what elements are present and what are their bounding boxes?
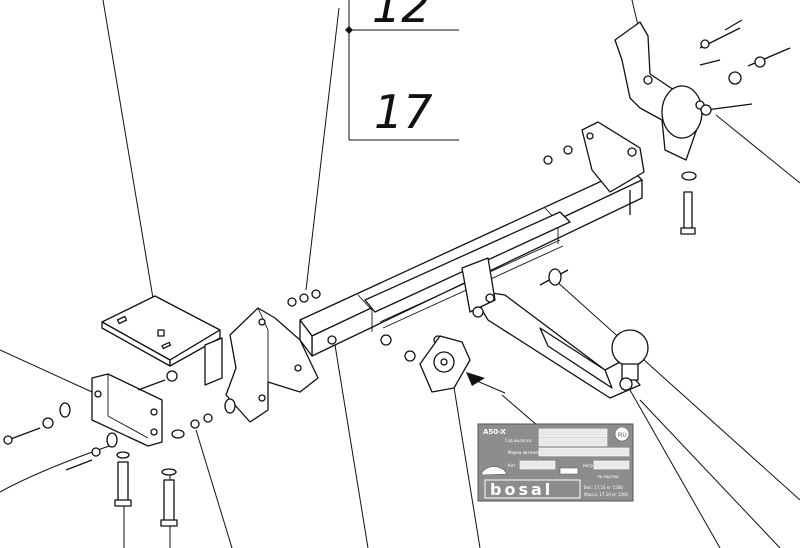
plate-model: A50-X [483, 428, 506, 436]
left-side-bracket [225, 307, 319, 423]
identification-plate: A50-X Год выпуска RU Марка автомобиля Ка… [477, 423, 634, 502]
tow-hitch-neck [461, 257, 641, 399]
plate-year-label: Год выпуска [505, 438, 532, 443]
callout-number-top: 12 [372, 0, 431, 33]
plate-brand: bosal [490, 480, 553, 499]
left-bolt-set [3, 370, 236, 527]
plate-right-field: Нагр [583, 463, 594, 468]
crossbar-tube [299, 167, 643, 357]
plate-spec-line-1: Вес: 17,10 кг 1500 [584, 485, 623, 490]
tow-ball [611, 329, 649, 391]
plate-vehicle-label: Марка автомобиля [508, 450, 548, 455]
plate-spec-line-2: Масса: 17,10 кг 1500 [584, 492, 629, 497]
right-side-bracket [581, 21, 705, 193]
plate-left-field: Кат [508, 463, 516, 468]
socket-plate [419, 335, 506, 394]
right-bolt-set [539, 19, 791, 286]
plate-serial-label: № партии [598, 474, 619, 479]
callout-box: 12 17 [345, 0, 459, 141]
callout-number-bottom: 17 [374, 85, 433, 139]
left-l-bracket [91, 373, 163, 447]
plate-logo: RU [618, 433, 627, 439]
left-mounting-plate [101, 295, 223, 386]
